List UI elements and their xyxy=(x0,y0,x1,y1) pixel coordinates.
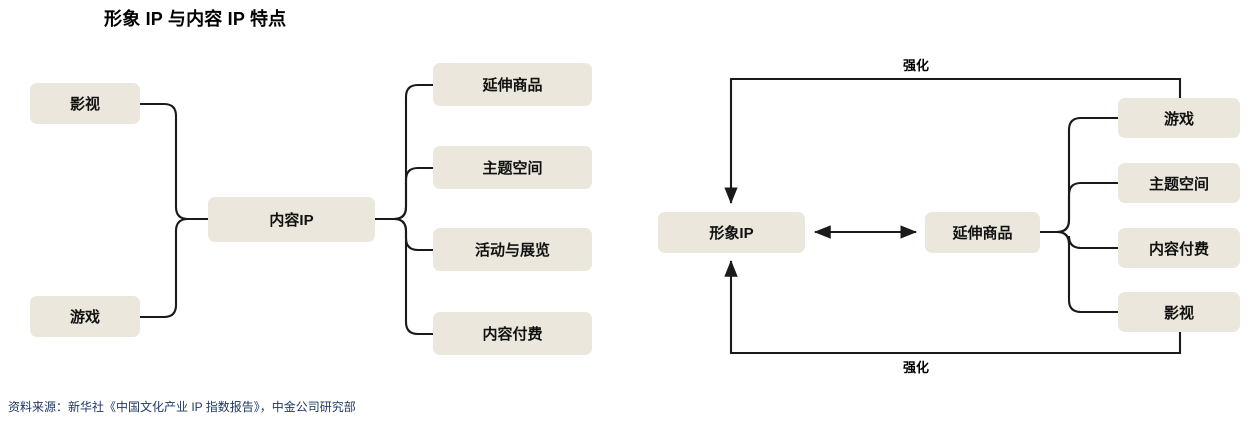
node-label: 延伸商品 xyxy=(952,225,1013,242)
connector-ysc-to-yx xyxy=(1040,116,1118,234)
node-right-primary-image-ip[interactable]: 形象IP xyxy=(658,212,805,253)
node-label: 延伸商品 xyxy=(482,77,543,94)
node-label: 游戏 xyxy=(69,309,100,326)
node-right-branch-ztkj[interactable]: 主题空间 xyxy=(1118,163,1240,203)
left-tree-connectors xyxy=(138,83,435,336)
edge-label-top-reinforce: 强化 xyxy=(902,58,929,73)
edge-label-bottom-reinforce: 强化 xyxy=(902,360,929,375)
right-cycle-connectors xyxy=(724,77,1182,355)
node-right-branch-ys[interactable]: 影视 xyxy=(1118,292,1240,332)
node-left-output-ysc[interactable]: 延伸商品 xyxy=(433,63,592,106)
node-label: 内容IP xyxy=(269,212,314,229)
node-left-input-yx[interactable]: 游戏 xyxy=(30,296,140,337)
connector-ysc-to-ys xyxy=(1040,230,1118,314)
node-label: 游戏 xyxy=(1163,110,1194,128)
connector-center-to-ztkj xyxy=(373,166,435,221)
node-label: 主题空间 xyxy=(482,160,543,177)
node-label: 形象IP xyxy=(709,225,754,242)
node-label: 活动与展览 xyxy=(474,242,550,259)
node-label: 影视 xyxy=(1163,304,1194,322)
node-left-output-hdzl[interactable]: 活动与展览 xyxy=(433,228,592,271)
node-left-output-ztkj[interactable]: 主题空间 xyxy=(433,146,592,189)
node-left-input-ys[interactable]: 影视 xyxy=(30,83,140,124)
connector-yx-to-center xyxy=(138,217,210,319)
connector-center-to-ysc xyxy=(373,83,435,221)
node-label: 主题空间 xyxy=(1148,175,1209,193)
connector-ys-to-center xyxy=(138,102,210,221)
node-left-center-content-ip[interactable]: 内容IP xyxy=(208,197,375,242)
node-right-branch-nrff[interactable]: 内容付费 xyxy=(1118,228,1240,268)
node-right-secondary-ysc[interactable]: 延伸商品 xyxy=(925,212,1040,253)
connector-ysc-to-ztkj xyxy=(1040,181,1118,234)
node-label: 内容付费 xyxy=(482,326,543,343)
connector-top-reinforce xyxy=(724,77,1182,205)
connector-center-to-nrff xyxy=(373,217,435,336)
source-note: 资料来源：新华社《中国文化产业 IP 指数报告》，中金公司研究部 xyxy=(8,400,356,414)
connector-ysc-to-nrff xyxy=(1040,230,1118,250)
node-label: 影视 xyxy=(69,96,100,113)
connector-bottom-reinforce xyxy=(724,259,1182,355)
node-left-output-nrff[interactable]: 内容付费 xyxy=(433,312,592,355)
node-right-branch-yx[interactable]: 游戏 xyxy=(1118,98,1240,138)
page-title: 形象 IP 与内容 IP 特点 xyxy=(104,9,287,29)
node-label: 内容付费 xyxy=(1148,240,1209,258)
